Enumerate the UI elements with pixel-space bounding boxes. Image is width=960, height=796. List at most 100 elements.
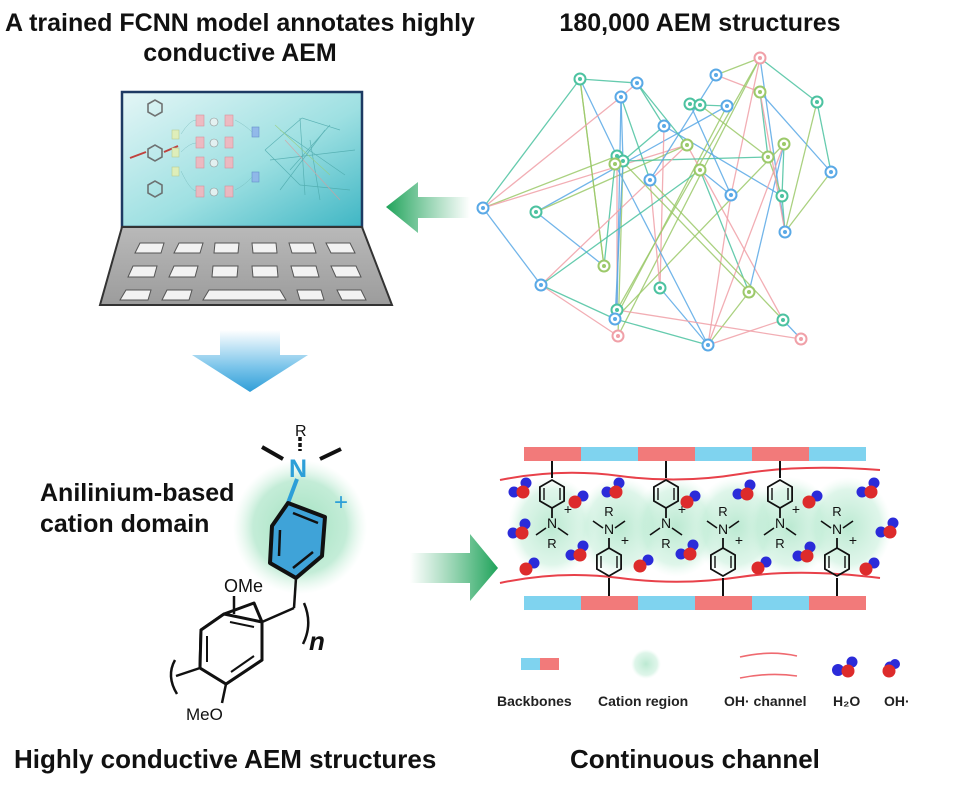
network-node-core (782, 142, 786, 146)
water-molecule (675, 539, 699, 561)
channel-nitrogen: N (832, 521, 842, 537)
network-edge (482, 155, 618, 209)
nitrogen-label: N (289, 455, 307, 483)
channel-nitrogen: N (604, 521, 614, 537)
backbone-segment (695, 447, 752, 461)
channel-charge: + (621, 532, 629, 548)
network-edge (715, 74, 761, 93)
network-node-core (729, 193, 733, 197)
arrow-right-icon (410, 534, 498, 601)
network-node-core (615, 308, 619, 312)
network-node-core (648, 178, 652, 182)
network-edge (482, 144, 688, 209)
network-edge (659, 125, 665, 289)
channel-r-group: R (775, 536, 784, 551)
network-edge (603, 163, 616, 267)
network-node-core (616, 334, 620, 338)
channel-charge: + (564, 501, 572, 517)
structures-panel-title: 180,000 AEM structures (559, 9, 841, 37)
network-node-core (613, 162, 617, 166)
network-edge (535, 144, 688, 213)
network-edge (616, 57, 761, 311)
network-node-core (662, 124, 666, 128)
network-edge (482, 78, 581, 209)
water-molecule (507, 518, 531, 540)
network-node-core (578, 77, 582, 81)
bottom-right-title: Continuous channel (570, 744, 820, 774)
network-edge (482, 207, 542, 286)
backbone-segment (752, 447, 809, 461)
network-node-core (635, 81, 639, 85)
channel-r-group: R (661, 536, 670, 551)
network-node-core (725, 104, 729, 108)
channel-wall (499, 571, 881, 584)
network-node-core (758, 56, 762, 60)
network-node-core (780, 194, 784, 198)
cation-region (804, 477, 892, 577)
network-edge (540, 169, 701, 286)
network-edge (620, 96, 651, 181)
network-edge (699, 104, 769, 158)
water-molecule (875, 517, 899, 539)
water-molecule (792, 541, 816, 563)
channel-charge: + (849, 532, 857, 548)
network-edge (663, 125, 783, 197)
network-edge (649, 179, 784, 321)
legend-water: H₂O (833, 693, 861, 709)
hydroxide-ion (751, 556, 772, 575)
network-edge (540, 284, 616, 320)
network-node-core (619, 95, 623, 99)
channel-r-group: R (547, 536, 556, 551)
network-edge (689, 103, 732, 196)
network-edge (748, 143, 785, 293)
network-node-core (766, 155, 770, 159)
channel-nitrogen: N (547, 515, 557, 531)
water-molecule (856, 477, 880, 499)
screen-content-icon (129, 99, 356, 201)
backbone-segment (581, 596, 638, 610)
network-edge (781, 143, 785, 197)
network-edge (617, 57, 761, 337)
legend-backbones: Backbones (497, 693, 572, 709)
network-edge (816, 101, 832, 173)
benzene-ring (824, 546, 850, 578)
water-molecule (508, 477, 532, 499)
network-edge (715, 57, 761, 76)
network-edge (659, 287, 709, 346)
repeat-unit-n: n (309, 626, 325, 656)
network-edge (759, 91, 832, 173)
network-node-core (714, 73, 718, 77)
channel-charge: + (735, 532, 743, 548)
aem-structure-network (476, 51, 838, 352)
channel-nitrogen: N (775, 515, 785, 531)
cation-domain-label: Anilinium-based cation domain (40, 478, 234, 540)
r-group-label: R (295, 423, 307, 440)
network-edge (784, 101, 818, 233)
channel-wall (499, 466, 881, 481)
network-node-core (621, 159, 625, 163)
channel-r-group: R (832, 504, 841, 519)
legend (521, 649, 900, 679)
network-edge (535, 105, 728, 213)
backbone-bar-icon (521, 658, 540, 670)
network-node-core (688, 102, 692, 106)
channel-r-group: R (718, 504, 727, 519)
backbone-segment (638, 596, 695, 610)
arrow-down-icon (192, 330, 308, 392)
network-edge (784, 171, 832, 233)
network-edge (649, 179, 661, 289)
network-edge (707, 291, 750, 346)
backbone-segment (581, 447, 638, 461)
arrow-left-icon (386, 182, 470, 233)
network-node-core (481, 206, 485, 210)
network-edge (482, 96, 622, 209)
cation-label-line1: Anilinium-based (40, 479, 235, 507)
network-node-core (758, 90, 762, 94)
network-edge (579, 78, 618, 157)
network-edge (699, 169, 732, 196)
network-edge (636, 82, 665, 127)
network-edge (614, 163, 709, 346)
network-node-core (602, 264, 606, 268)
hydroxide-ion (859, 557, 880, 576)
backbone-segment (809, 596, 866, 610)
